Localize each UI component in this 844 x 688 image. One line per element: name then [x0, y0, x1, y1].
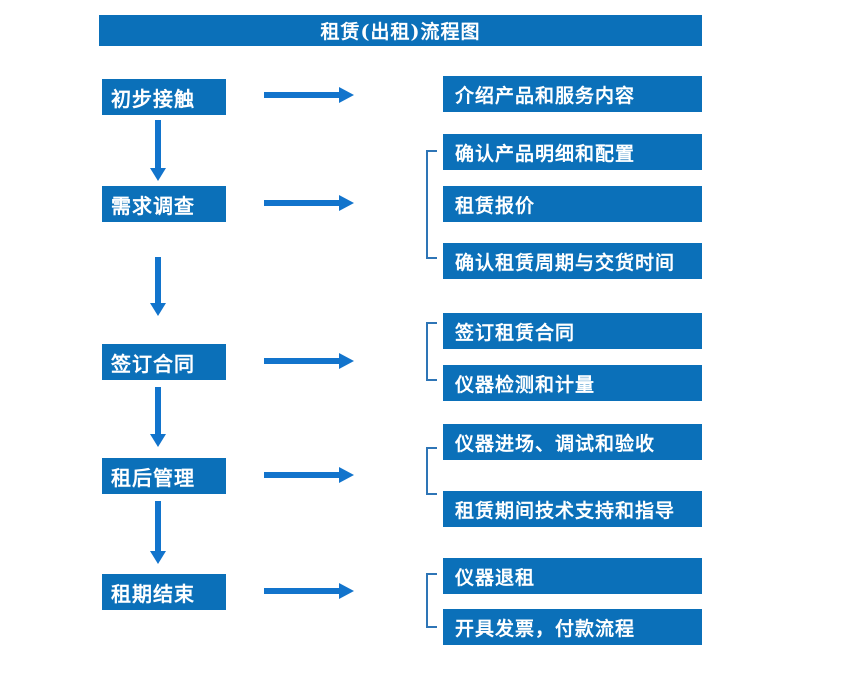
output-box-rental-quote: 租赁报价 [443, 186, 702, 222]
output-box-instrument-setup: 仪器进场、调试和验收 [443, 424, 702, 460]
stage-box-initial-contact: 初步接触 [102, 79, 226, 115]
output-box-sign-rental-contract: 签订租赁合同 [443, 313, 702, 349]
right-arrow-icon-1 [264, 87, 354, 103]
stage-box-post-rental-management: 租后管理 [102, 458, 226, 494]
down-arrow-icon-1 [150, 120, 166, 181]
right-arrow-icon-2 [264, 195, 354, 211]
group-bracket-3 [426, 322, 437, 381]
right-arrow-icon-4 [264, 467, 354, 483]
output-box-tech-support: 租赁期间技术支持和指导 [443, 491, 702, 527]
down-arrow-icon-4 [150, 501, 166, 564]
stage-box-rental-end: 租期结束 [102, 574, 226, 610]
down-arrow-icon-3 [150, 387, 166, 447]
right-arrow-icon-5 [264, 583, 354, 599]
output-box-invoice-payment: 开具发票，付款流程 [443, 609, 702, 645]
output-box-confirm-product-details: 确认产品明细和配置 [443, 134, 702, 170]
output-box-instrument-return: 仪器退租 [443, 558, 702, 594]
output-box-intro-products: 介绍产品和服务内容 [443, 76, 702, 112]
output-box-instrument-testing: 仪器检测和计量 [443, 365, 702, 401]
output-box-confirm-rental-period: 确认租赁周期与交货时间 [443, 243, 702, 279]
right-arrow-icon-3 [264, 353, 354, 369]
diagram-title: 租赁(出租)流程图 [99, 15, 702, 46]
stage-box-demand-survey: 需求调查 [102, 186, 226, 222]
stage-box-sign-contract: 签订合同 [102, 344, 226, 380]
group-bracket-4 [426, 447, 437, 495]
group-bracket-5 [426, 573, 437, 628]
down-arrow-icon-2 [150, 257, 166, 316]
group-bracket-2 [426, 150, 437, 259]
